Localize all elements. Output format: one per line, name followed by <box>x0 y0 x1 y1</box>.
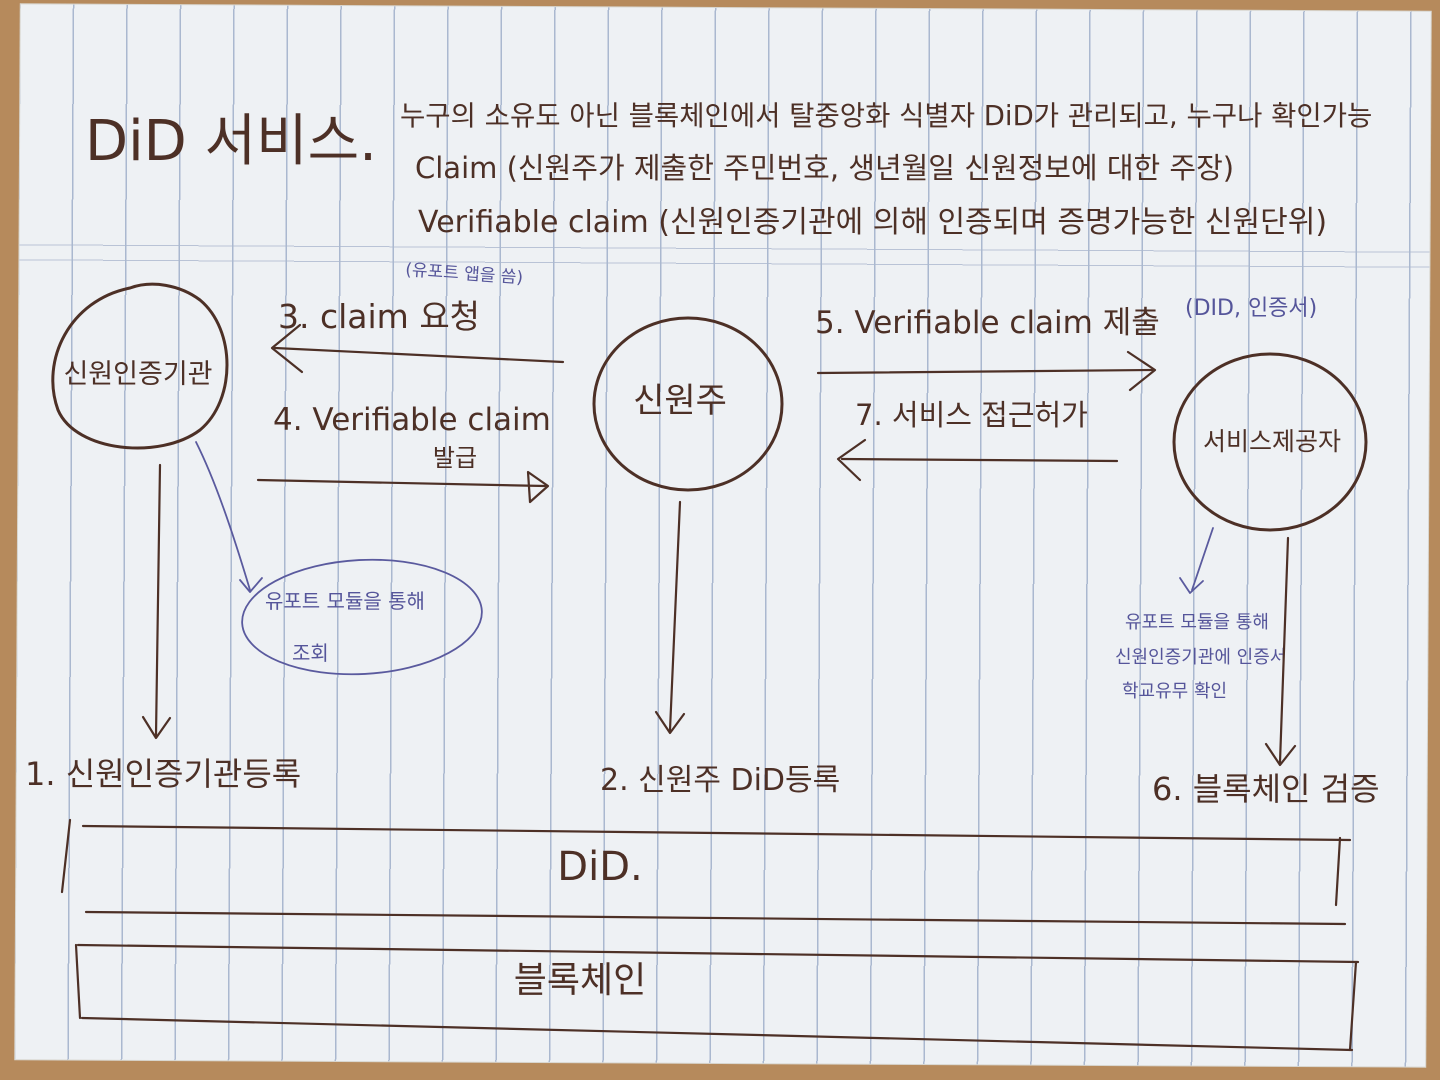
flow-step4: 4. Verifiable claim 발급 <box>256 402 551 504</box>
step4-label-b: 발급 <box>433 444 477 472</box>
issuer-note-line-b: 조회 <box>292 641 329 665</box>
definition-line-1: 누구의 소유도 아닌 블록체인에서 탈중앙화 식별자 DiD가 관리되고, 누구… <box>400 100 1372 132</box>
blockchain-layer-label: 블록체인 <box>514 960 646 1001</box>
issuer-note-line-a: 유포트 모듈을 통해 <box>265 589 425 613</box>
flow-step3: 3. claim 요청 (유포트 앱을 씀) <box>270 260 565 374</box>
verifier-note-pointer <box>1191 527 1214 591</box>
verifier-down-line <box>1278 536 1290 764</box>
down-arrow-holder <box>654 500 686 735</box>
step3-arrow-line <box>273 346 565 364</box>
verifier-label: 서비스제공자 <box>1203 427 1341 456</box>
holder-down-head <box>654 710 686 735</box>
did-layer-label: DiD. <box>557 844 642 890</box>
step3-label: 3. claim 요청 <box>278 297 480 336</box>
did-layer-top <box>81 824 1352 842</box>
flow-step5: 5. Verifiable claim 제출 (DID, 인증서) <box>815 296 1317 392</box>
verifier-down-head <box>1264 742 1297 767</box>
step5-arrow-line <box>816 368 1154 375</box>
holder-down-line <box>668 500 682 732</box>
holder-circle <box>592 316 784 492</box>
diagram-title: DiD 서비스. <box>85 109 377 174</box>
step6-label: 6. 블록체인 검증 <box>1152 770 1380 808</box>
issuer-node: 신원인증기관 <box>51 282 229 450</box>
down-arrow-verifier <box>1264 536 1297 767</box>
verifier-node: 서비스제공자 <box>1172 352 1368 532</box>
issuer-down-head <box>141 715 172 740</box>
verifier-note-pointer-head <box>1179 577 1204 594</box>
did-layer-left <box>60 818 72 894</box>
step7-arrow-line <box>840 457 1119 463</box>
issuer-note-pointer-head <box>239 577 263 593</box>
flow-step7: 7. 서비스 접근허가 <box>836 398 1119 482</box>
step7-arrow-head <box>836 438 867 482</box>
step1-label: 1. 신원인증기관등록 <box>25 755 301 793</box>
did-layer-bottom <box>84 910 1347 926</box>
step2-label: 2. 신원주 DiD등록 <box>600 763 840 798</box>
step5-note: (DID, 인증서) <box>1185 296 1317 321</box>
step4-arrow-line <box>256 478 547 488</box>
blockchain-layer-left <box>74 943 82 1020</box>
step4-arrow-head <box>526 470 550 504</box>
definition-line-3: Verifiable claim (신원인증기관에 의해 인증되며 증명가능한 … <box>418 205 1327 240</box>
verifier-note-line-a: 유포트 모듈을 통해 <box>1125 612 1269 633</box>
verifier-note-line-b: 신원인증기관에 인증서 <box>1115 647 1286 668</box>
issuer-note-bubble <box>241 558 483 676</box>
step3-note: (유포트 앱을 씀) <box>405 260 524 288</box>
step5-arrow-head <box>1126 350 1157 392</box>
issuer-note-pointer <box>195 441 251 591</box>
did-layer-right <box>1334 836 1342 907</box>
down-arrow-issuer <box>141 463 172 740</box>
step3-arrow-head <box>270 323 304 374</box>
blockchain-layer-top <box>76 943 1360 964</box>
step4-label-a: 4. Verifiable claim <box>273 402 551 438</box>
definition-line-2: Claim (신원주가 제출한 주민번호, 생년월일 신원정보에 대한 주장) <box>415 151 1234 185</box>
did-layer: DiD. <box>60 818 1352 926</box>
blockchain-layer-right <box>1348 960 1358 1052</box>
issuer-circle <box>51 282 229 450</box>
issuer-down-line <box>154 463 162 737</box>
holder-node: 신원주 <box>592 316 784 492</box>
blockchain-layer: 블록체인 <box>74 943 1360 1052</box>
verifier-side-note: 유포트 모듈을 통해 신원인증기관에 인증서 학교유무 확인 <box>1115 527 1286 702</box>
step7-label: 7. 서비스 접근허가 <box>855 398 1088 432</box>
blockchain-layer-bottom <box>80 1016 1354 1052</box>
step5-label: 5. Verifiable claim 제출 <box>815 305 1160 341</box>
verifier-note-line-c: 학교유무 확인 <box>1122 681 1227 702</box>
issuer-label: 신원인증기관 <box>63 359 212 390</box>
verifier-circle <box>1172 352 1368 532</box>
issuer-side-note: 유포트 모듈을 통해 조회 <box>195 441 483 676</box>
holder-label: 신원주 <box>633 381 727 421</box>
